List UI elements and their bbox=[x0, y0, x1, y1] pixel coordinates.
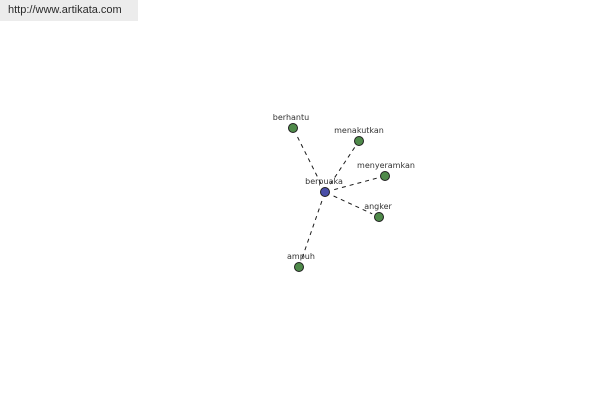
label-angker[interactable]: angker bbox=[364, 202, 392, 211]
label-ampuh[interactable]: ampuh bbox=[287, 252, 315, 261]
node-ampuh[interactable] bbox=[294, 262, 304, 272]
node-angker[interactable] bbox=[374, 212, 384, 222]
edge-angker bbox=[333, 195, 373, 215]
node-berhantu[interactable] bbox=[288, 123, 298, 133]
label-berhantu[interactable]: berhantu bbox=[273, 113, 309, 122]
graph-edges bbox=[295, 134, 378, 261]
source-url-link[interactable]: http://www.artikata.com bbox=[8, 4, 122, 16]
node-center-berpuaka[interactable] bbox=[320, 187, 330, 197]
node-menakutkan[interactable] bbox=[354, 136, 364, 146]
label-menyeramkan[interactable]: menyeramkan bbox=[357, 161, 415, 170]
graph-nodes bbox=[288, 123, 390, 272]
edge-berhantu bbox=[295, 134, 322, 184]
graph-labels: berhantu menakutkan menyeramkan angker ampuh… bbox=[273, 113, 415, 261]
label-menakutkan[interactable]: menakutkan bbox=[334, 126, 384, 135]
label-center-berpuaka[interactable]: berpuaka bbox=[305, 177, 343, 186]
edge-ampuh bbox=[301, 200, 323, 261]
source-bar: http://www.artikata.com bbox=[0, 0, 138, 21]
node-menyeramkan[interactable] bbox=[380, 171, 390, 181]
